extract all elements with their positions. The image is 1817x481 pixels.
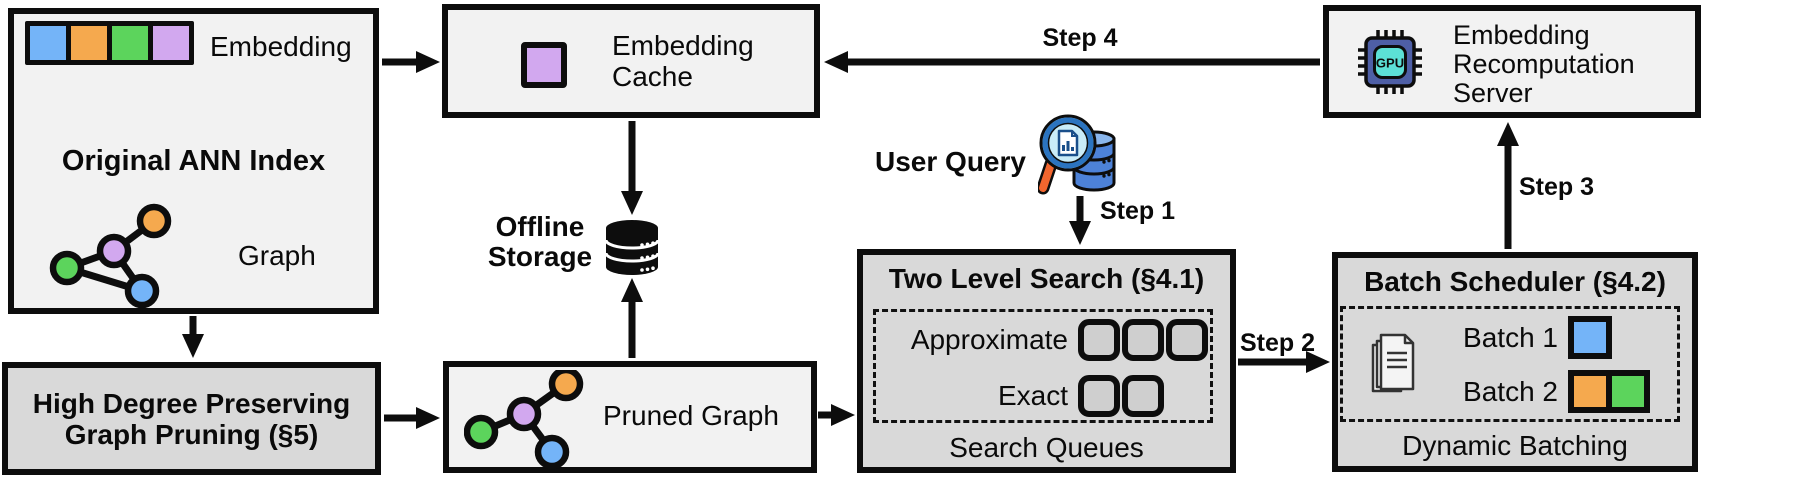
queue-slot-icon: [1122, 319, 1164, 361]
graph-pruning-box: High Degree Preserving Graph Pruning (§5…: [2, 362, 381, 475]
batch1-row: Batch 1: [1448, 316, 1612, 359]
batch-scheduler-box: Batch Scheduler (§4.2) Batch 1: [1332, 252, 1698, 472]
batch-scheduler-title: Batch Scheduler (§4.2): [1364, 266, 1666, 297]
dynamic-batching-panel: Batch 1 Batch 2: [1340, 306, 1680, 422]
recomputation-server-label: Embedding Recomputation Server: [1453, 20, 1635, 108]
approximate-queue-icons: [1078, 319, 1208, 361]
batch1-label: Batch 1: [1463, 321, 1558, 353]
batch2-label: Batch 2: [1463, 375, 1558, 407]
batch1-query-blue: [1568, 316, 1612, 359]
batch2-query-orange: [1568, 370, 1612, 413]
user-query-label: User Query: [875, 146, 1026, 177]
search-queues-panel: Approximate Exact: [873, 309, 1213, 423]
dynamic-batching-caption: Dynamic Batching: [1402, 430, 1628, 461]
offline-storage-label: Offline Storage: [487, 211, 593, 272]
original-ann-index-box: Embedding Original ANN Index Graph: [8, 8, 379, 314]
step4-label: Step 4: [1042, 24, 1118, 52]
recomputation-server-box: GPU Embedding Recomputation Server: [1323, 5, 1701, 118]
approximate-queue-row: Approximate: [876, 312, 1210, 368]
documents-icon: [1371, 333, 1415, 393]
embedding-cell-purple: [153, 26, 189, 60]
embedding-vector-icon: [25, 21, 194, 65]
two-level-search-box: Two Level Search (§4.1) Approximate Exac…: [857, 249, 1236, 473]
offline-storage-database-icon: [604, 220, 660, 275]
step2-label: Step 2: [1240, 329, 1316, 357]
embedding-cache-box: Embedding Cache: [442, 4, 820, 118]
graph-icon: [49, 203, 172, 309]
batch2-query-green: [1606, 370, 1650, 413]
embedding-cell-green: [112, 26, 148, 60]
pruned-graph-icon: [464, 370, 584, 470]
search-queues-caption: Search Queues: [949, 432, 1144, 463]
embedding-cache-label: Embedding Cache: [612, 30, 754, 92]
pruned-graph-label: Pruned Graph: [603, 400, 779, 431]
user-query-icon: [1038, 114, 1116, 195]
original-ann-index-title: Original ANN Index: [61, 145, 326, 177]
queue-slot-icon: [1078, 375, 1120, 417]
queue-slot-icon: [1122, 375, 1164, 417]
approximate-label: Approximate: [910, 324, 1068, 355]
exact-label: Exact: [997, 380, 1068, 411]
step1-label: Step 1: [1100, 197, 1176, 225]
cached-embedding-icon: [521, 42, 567, 88]
graph-label: Graph: [238, 240, 316, 271]
two-level-search-title: Two Level Search (§4.1): [888, 263, 1205, 294]
embedding-cell-orange: [71, 26, 107, 60]
gpu-chip-icon: GPU: [1358, 30, 1422, 94]
graph-pruning-title: High Degree Preserving Graph Pruning (§5…: [32, 387, 351, 450]
pruned-graph-box: Pruned Graph: [443, 361, 817, 473]
step3-label: Step 3: [1519, 173, 1595, 201]
batch2-row: Batch 2: [1448, 370, 1650, 413]
embedding-label: Embedding: [210, 31, 352, 62]
exact-queue-row: Exact: [876, 368, 1210, 424]
queue-slot-icon: [1078, 319, 1120, 361]
exact-queue-icons: [1078, 375, 1164, 417]
gpu-icon-label: GPU: [1376, 56, 1404, 71]
embedding-cell-blue: [30, 26, 66, 60]
queue-slot-icon: [1166, 319, 1208, 361]
